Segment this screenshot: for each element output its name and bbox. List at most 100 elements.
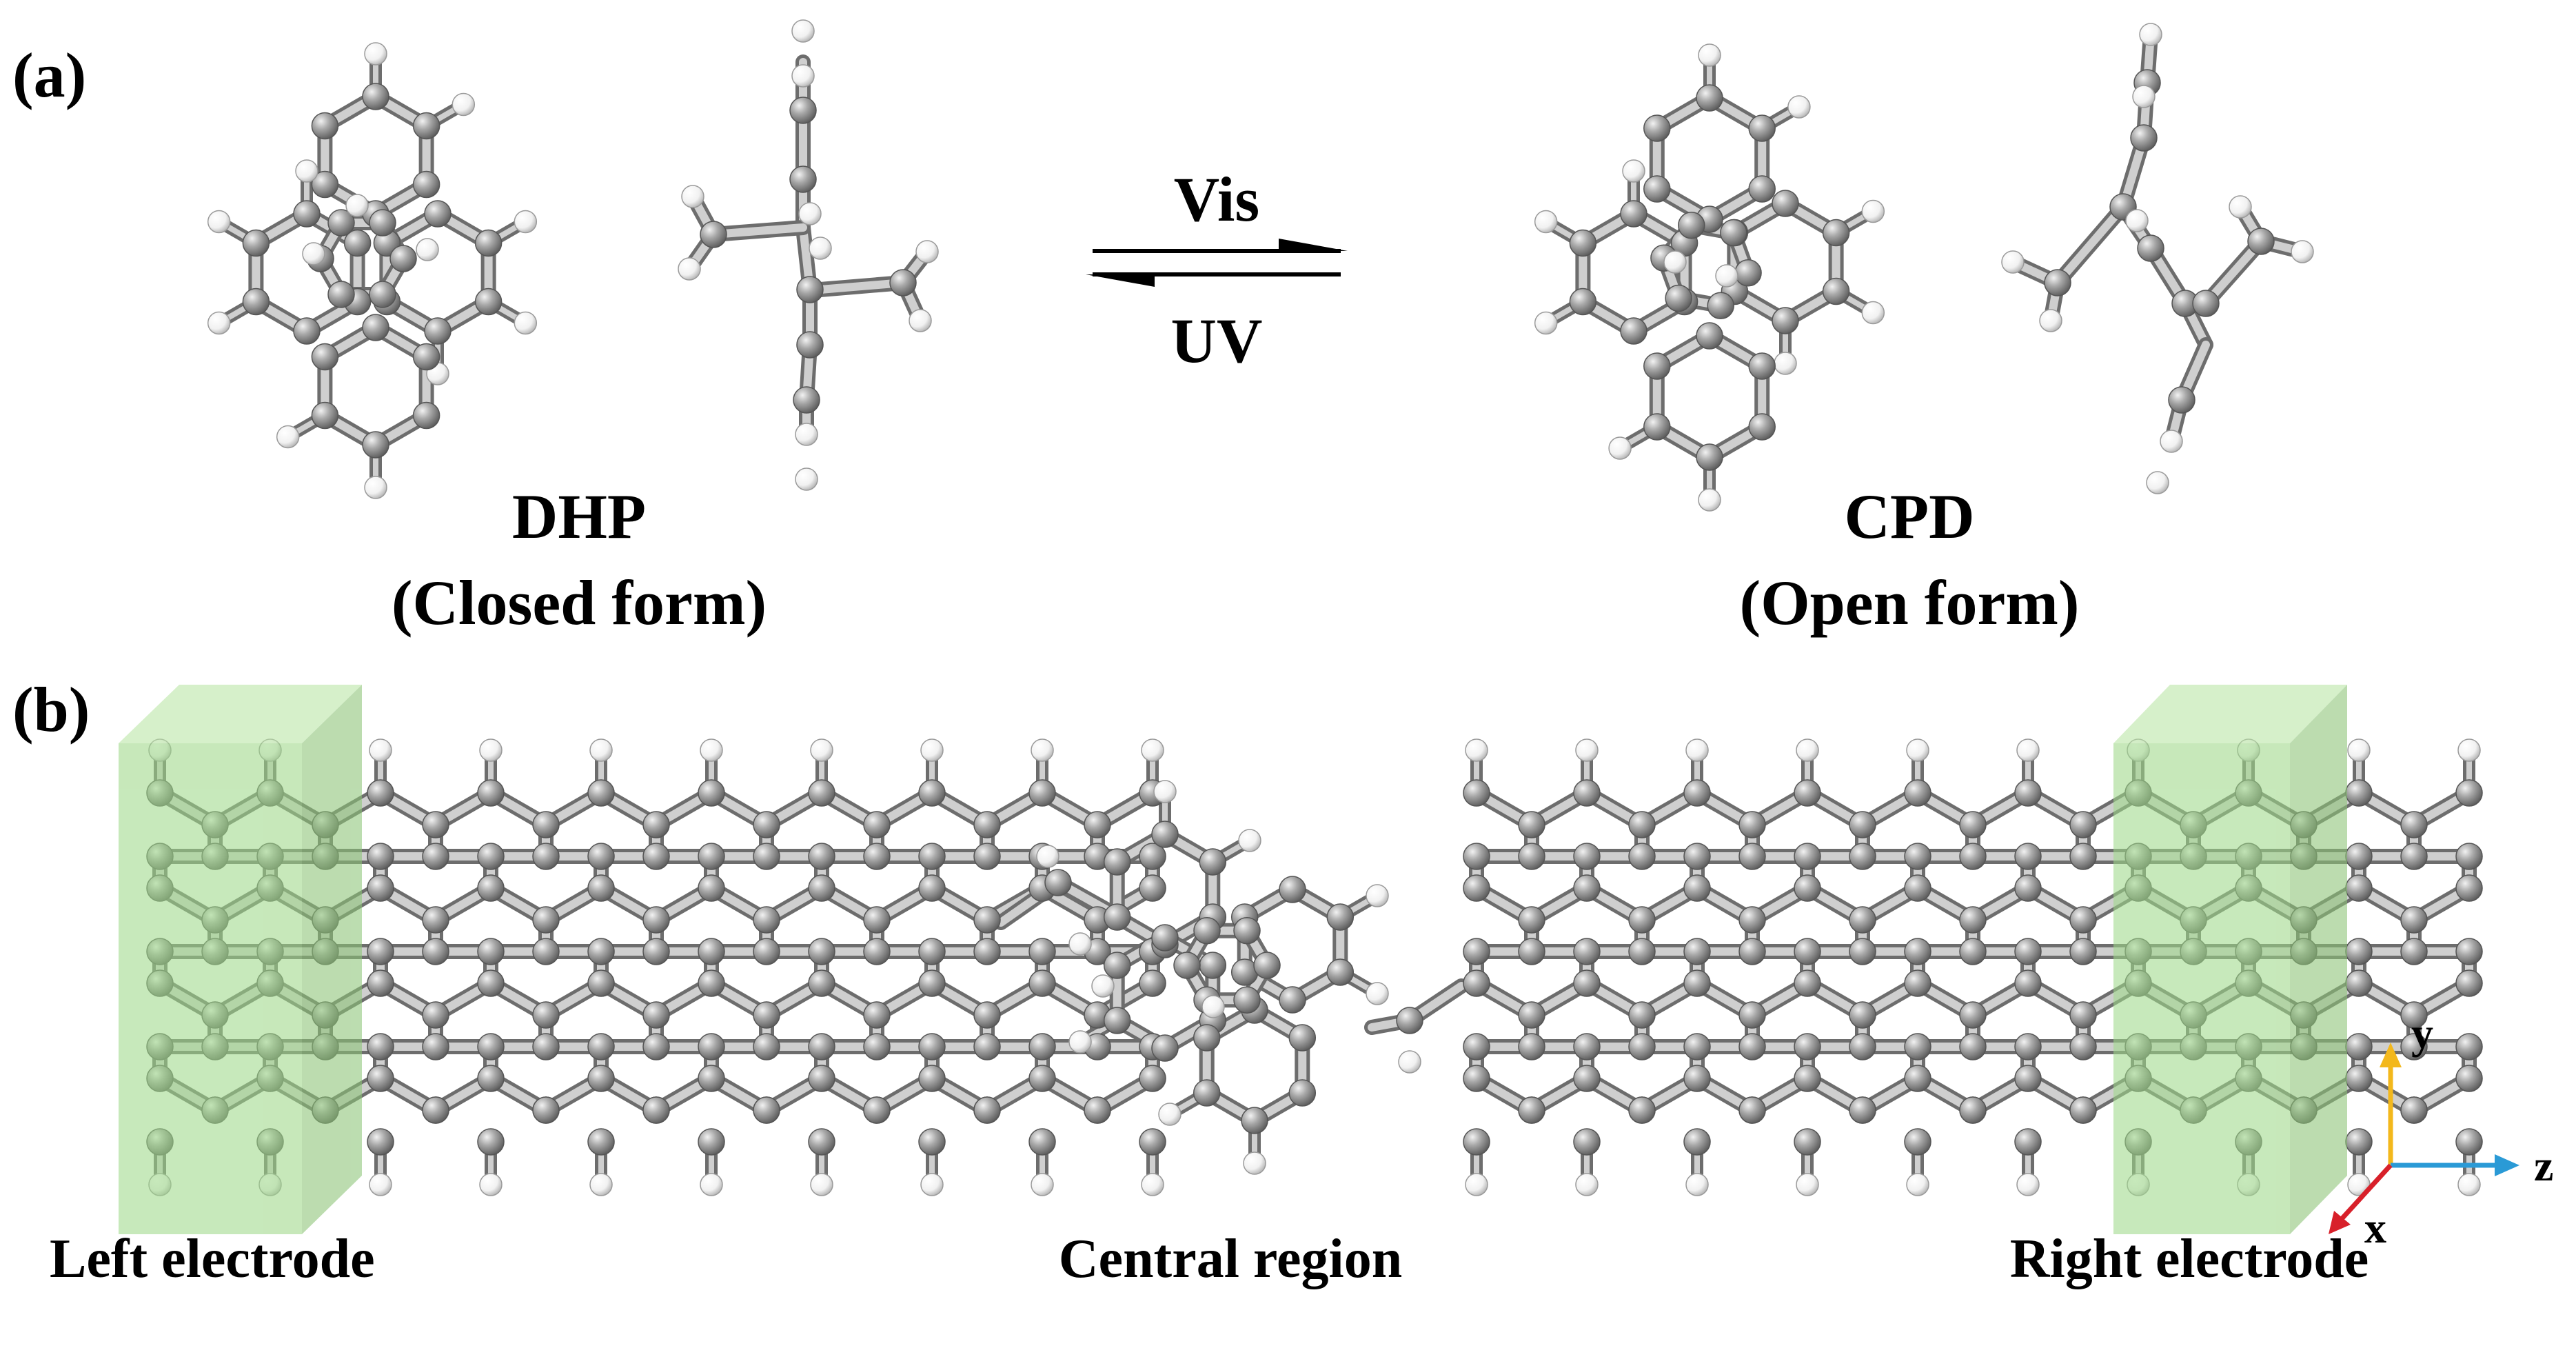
carbon-atom (242, 288, 270, 316)
carbon-atom (532, 1033, 560, 1060)
carbon-atom (918, 843, 946, 870)
cpd-form: (Open form) (1739, 567, 2079, 638)
carbon-atom (369, 209, 396, 237)
hydrogen-atom (2457, 738, 2481, 762)
carbon-atom (1103, 848, 1131, 876)
hydrogen-atom (345, 194, 369, 217)
hydrogen-atom (2229, 195, 2252, 219)
carbon-atom (2014, 938, 2042, 965)
carbon-atom (389, 245, 417, 272)
carbon-atom (796, 331, 824, 359)
carbon-atom (2014, 779, 2042, 807)
carbon-atom (808, 843, 835, 870)
carbon-atom (532, 843, 560, 870)
carbon-atom (587, 1065, 615, 1092)
carbon-atom (587, 779, 615, 807)
carbon-atom (2044, 269, 2071, 296)
carbon-atom (973, 811, 1001, 838)
carbon-atom (311, 112, 339, 140)
carbon-atom (1665, 284, 1692, 312)
carbon-atom (1193, 1079, 1221, 1107)
carbon-atom (587, 938, 615, 965)
carbon-atom (2069, 1096, 2097, 1124)
carbon-atom (1794, 1065, 1821, 1092)
carbon-atom (2345, 843, 2373, 870)
carbon-atom (2400, 1001, 2428, 1029)
bond-highlight (709, 223, 807, 239)
carbon-atom (477, 969, 505, 997)
carbon-atom (698, 874, 725, 902)
carbon-atom (1173, 952, 1201, 979)
carbon-atom (293, 200, 321, 228)
carbon-atom (422, 1096, 449, 1124)
hydrogen-atom (295, 159, 318, 183)
carbon-atom (1241, 1107, 1268, 1134)
carbon-atom (2014, 874, 2042, 902)
carbon-atom (422, 938, 449, 965)
carbon-atom (973, 1096, 1001, 1124)
hydrogen-atom (1787, 95, 1811, 119)
carbon-atom (642, 938, 670, 965)
carbon-atom (1573, 1128, 1601, 1156)
hydrogen-atom (1398, 1050, 1421, 1074)
carbon-atom (1683, 843, 1711, 870)
carbon-atom (1279, 986, 1306, 1014)
carbon-atom (477, 779, 505, 807)
hydrogen-atom (1031, 1173, 1054, 1196)
carbon-atom (808, 1065, 835, 1092)
carbon-atom (698, 779, 725, 807)
hydrogen-atom (369, 1173, 392, 1196)
hydrogen-atom (810, 738, 833, 762)
carbon-atom (808, 938, 835, 965)
hydrogen-atom (1534, 311, 1558, 335)
carbon-atom (1683, 1128, 1711, 1156)
hydrogen-atom (1685, 738, 1709, 762)
carbon-atom (1463, 938, 1490, 965)
carbon-atom (1904, 969, 1931, 997)
carbon-atom (1233, 986, 1261, 1014)
carbon-atom (1620, 200, 1647, 228)
carbon-atom (1904, 938, 1931, 965)
hydrogen-atom (795, 467, 818, 491)
carbon-atom (2345, 1033, 2373, 1060)
carbon-atom (1849, 1001, 1876, 1029)
carbon-atom (973, 1033, 1001, 1060)
left-electrode-box (119, 685, 362, 1234)
carbon-atom (422, 1001, 449, 1029)
carbon-atom (1738, 1096, 1766, 1124)
dhp-form: (Closed form) (392, 567, 767, 638)
carbon-atom (973, 938, 1001, 965)
carbon-atom (2247, 228, 2275, 255)
carbon-atom (1573, 969, 1601, 997)
carbon-atom (753, 843, 780, 870)
carbon-atom (808, 969, 835, 997)
carbon-atom (1518, 811, 1545, 838)
carbon-atom (1139, 969, 1166, 997)
left-electrode-label: Left electrode (50, 1229, 375, 1289)
panel-b-label: (b) (12, 674, 90, 745)
hydrogen-atom (1158, 1103, 1181, 1126)
carbon-atom (1904, 779, 1931, 807)
carbon-atom (477, 1065, 505, 1092)
carbon-atom (1959, 938, 1987, 965)
carbon-atom (2014, 969, 2042, 997)
carbon-atom (1904, 874, 1931, 902)
hydrogen-atom (1906, 1173, 1929, 1196)
carbon-atom (1028, 1065, 1056, 1092)
carbon-atom (1518, 843, 1545, 870)
hydrogen-atom (1068, 932, 1092, 956)
carbon-atom (698, 1128, 725, 1156)
hydrogen-atom (1036, 845, 1059, 868)
hydrogen-atom (681, 185, 704, 208)
hydrogen-atom (2160, 430, 2183, 453)
axis-label-z: z (2534, 1141, 2553, 1190)
carbon-atom (2014, 1033, 2042, 1060)
carbon-atom (412, 112, 440, 140)
carbon-atom (698, 843, 725, 870)
hydrogen-atom (1465, 738, 1488, 762)
hydrogen-atom (2291, 240, 2314, 263)
carbon-atom (1151, 821, 1179, 848)
carbon-atom (1683, 1033, 1711, 1060)
carbon-atom (1028, 938, 1056, 965)
carbon-atom (477, 938, 505, 965)
